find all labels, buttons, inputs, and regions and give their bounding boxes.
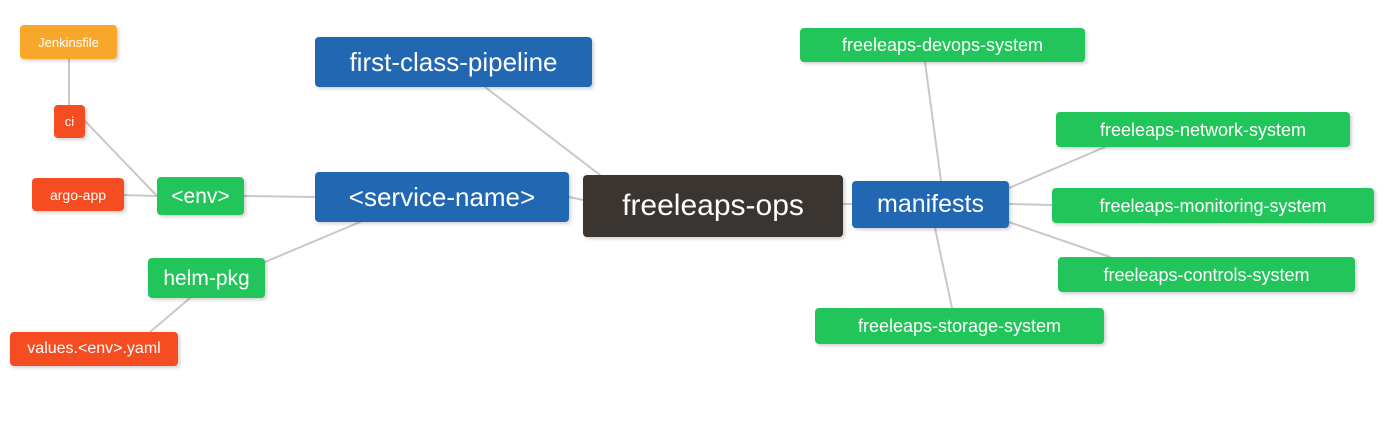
node-label-freeleaps-ops: freeleaps-ops [622, 189, 804, 222]
node-label-storage-system: freeleaps-storage-system [857, 316, 1062, 336]
node-values-env-yaml[interactable]: values.<env>.yaml [10, 332, 178, 366]
node-label-network-system: freeleaps-network-system [1099, 119, 1307, 140]
edge-service-name-to-freeleaps-ops [568, 196, 584, 201]
node-first-class-pipeline[interactable]: first-class-pipeline [315, 37, 592, 87]
node-network-system[interactable]: freeleaps-network-system [1056, 112, 1350, 147]
node-label-values-env-yaml: values.<env>.yaml [27, 340, 161, 357]
node-env[interactable]: <env> [157, 177, 244, 215]
edge-helm-pkg-to-service-name [264, 221, 361, 263]
node-controls-system[interactable]: freeleaps-controls-system [1058, 257, 1355, 292]
node-label-ci: ci [64, 114, 75, 129]
edge-manifests-to-storage-system [934, 227, 953, 309]
node-argo-app[interactable]: argo-app [32, 178, 124, 211]
edge-argo-app-to-env [123, 194, 158, 197]
node-ci[interactable]: ci [54, 105, 85, 138]
node-label-jenkinsfile: Jenkinsfile [38, 34, 99, 50]
node-monitoring-system[interactable]: freeleaps-monitoring-system [1052, 188, 1374, 223]
node-label-monitoring-system: freeleaps-monitoring-system [1099, 195, 1327, 216]
node-label-service-name: <service-name> [348, 182, 536, 212]
node-service-name[interactable]: <service-name> [315, 172, 569, 222]
node-label-controls-system: freeleaps-controls-system [1103, 264, 1310, 285]
node-label-first-class-pipeline: first-class-pipeline [349, 47, 558, 77]
edge-values-env-yaml-to-helm-pkg [149, 297, 191, 333]
node-label-devops-system: freeleaps-devops-system [841, 35, 1044, 55]
edge-env-to-service-name [243, 195, 316, 198]
node-manifests[interactable]: manifests [852, 181, 1009, 228]
node-jenkinsfile[interactable]: Jenkinsfile [20, 25, 117, 59]
node-devops-system[interactable]: freeleaps-devops-system [800, 28, 1085, 62]
edge-manifests-to-controls-system [1008, 221, 1111, 258]
edge-manifests-to-devops-system [924, 61, 942, 182]
edge-manifests-to-network-system [1008, 146, 1106, 189]
node-label-env: <env> [171, 184, 230, 208]
node-label-manifests: manifests [877, 190, 984, 218]
node-freeleaps-ops[interactable]: freeleaps-ops [583, 175, 843, 237]
node-helm-pkg[interactable]: helm-pkg [148, 258, 265, 298]
node-label-helm-pkg: helm-pkg [163, 266, 250, 290]
node-label-argo-app: argo-app [49, 186, 107, 203]
edge-manifests-to-monitoring-system [1008, 203, 1053, 206]
edge-first-class-pipeline-to-freeleaps-ops [484, 86, 601, 176]
node-storage-system[interactable]: freeleaps-storage-system [815, 308, 1104, 344]
